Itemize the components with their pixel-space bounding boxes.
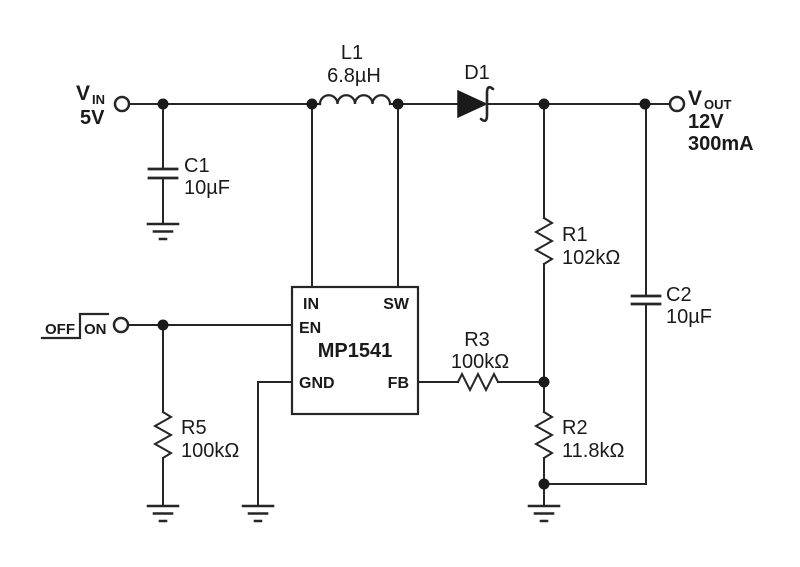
d1-ref: D1 <box>464 62 490 84</box>
r1-ref: R1 <box>562 224 588 246</box>
junction-dot <box>306 98 318 110</box>
ground-bars <box>146 222 180 241</box>
resistor-r5 <box>152 410 174 460</box>
ic-pin-sw-label: SW <box>383 296 410 313</box>
ground-symbol-ic <box>241 504 275 523</box>
r3-ref: R3 <box>464 329 490 351</box>
inductor-coil <box>318 94 392 106</box>
vin-voltage: 5V <box>80 107 105 129</box>
ic-pin-en-label: EN <box>299 320 321 337</box>
vout-voltage: 12V <box>688 111 724 133</box>
vout-subscript: OUT <box>704 97 732 112</box>
junction-dot <box>538 98 550 110</box>
ground-symbol-r2 <box>527 504 561 523</box>
diode-schottky-cathode-bar <box>479 85 495 123</box>
junction-dot <box>392 98 404 110</box>
c1-value: 10µF <box>184 177 230 199</box>
inductor-l1 <box>318 94 392 106</box>
r1-value: 102kΩ <box>562 247 620 269</box>
r5-zigzag <box>152 410 174 460</box>
ic-pin-fb-label: FB <box>388 375 409 392</box>
output-terminal <box>668 95 686 113</box>
junction-dot <box>538 478 550 490</box>
junction-dot <box>157 319 169 331</box>
vout-current: 300mA <box>688 133 754 155</box>
ic-pin-in-label: IN <box>303 296 319 313</box>
junction-dots <box>157 98 651 490</box>
resistor-r1 <box>533 216 555 266</box>
c2-value: 10µF <box>666 306 712 328</box>
r2-value: 11.8kΩ <box>562 440 624 462</box>
ic-part-number: MP1541 <box>318 340 393 362</box>
diode-anode-triangle <box>457 89 488 119</box>
resistor-r2 <box>533 410 555 460</box>
vout-label: V <box>688 87 702 110</box>
ground-bars <box>241 504 275 523</box>
r5-value: 100kΩ <box>181 440 239 462</box>
capacitor-c2 <box>630 294 662 306</box>
resistor-r3 <box>456 371 500 393</box>
vin-subscript: IN <box>92 92 105 107</box>
r2-ref: R2 <box>562 417 588 439</box>
wires <box>127 103 671 507</box>
ground-bars <box>146 504 180 523</box>
r1-zigzag <box>533 216 555 266</box>
ground-symbol-r5 <box>146 504 180 523</box>
capacitor-c1 <box>147 167 179 180</box>
c1-ref: C1 <box>184 155 210 177</box>
r5-ref: R5 <box>181 417 207 439</box>
enable-terminal <box>112 316 130 334</box>
on-off-step-icon <box>40 312 110 340</box>
r3-value: 100kΩ <box>451 351 509 373</box>
r2-zigzag <box>533 410 555 460</box>
c2-ref: C2 <box>666 284 692 306</box>
wire-gnd-pin <box>257 381 293 507</box>
junction-dot <box>157 98 169 110</box>
ground-bars <box>527 504 561 523</box>
vin-label: V <box>76 82 90 105</box>
input-terminal <box>113 95 131 113</box>
junction-dot <box>538 376 550 388</box>
enable-off-label: OFF <box>45 321 75 338</box>
enable-on-label: ON <box>84 321 107 338</box>
l1-ref: L1 <box>341 42 363 64</box>
ground-symbol-c1 <box>146 222 180 241</box>
r3-zigzag <box>456 371 500 393</box>
ic-mp1541 <box>290 285 420 416</box>
l1-value: 6.8µH <box>327 65 381 87</box>
ic-pin-gnd-label: GND <box>299 375 335 392</box>
junction-dot <box>639 98 651 110</box>
diode-d1 <box>457 85 495 123</box>
ic-body <box>290 285 420 416</box>
